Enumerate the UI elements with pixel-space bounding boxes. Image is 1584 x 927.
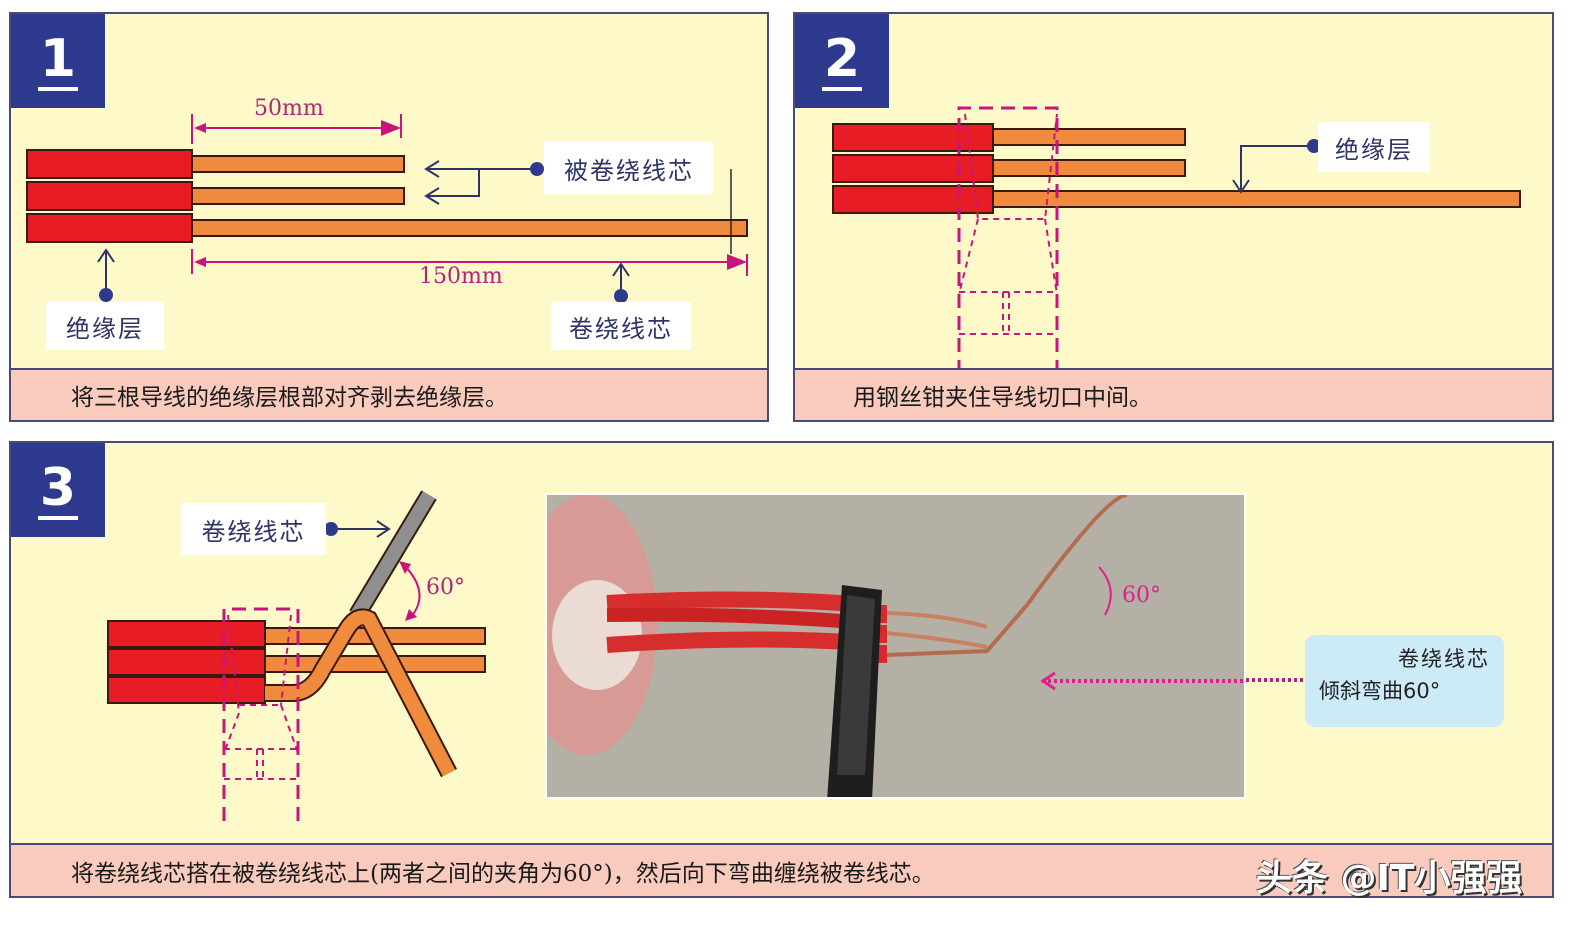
step-1-caption: 将三根导线的绝缘层根部对齐剥去绝缘层。 xyxy=(11,368,767,420)
wire-diagram-2 xyxy=(832,106,1521,374)
step-1-panel: 1 xyxy=(9,12,769,422)
step-number-badge: 3 xyxy=(11,443,105,537)
dimension-50mm: 50mm xyxy=(254,96,324,121)
label-winding-core: 卷绕线芯 xyxy=(181,503,326,555)
copper-cores xyxy=(191,155,748,237)
insulation-sections xyxy=(26,149,193,243)
watermark: 头条 @IT小强强 xyxy=(1256,858,1523,899)
photo-illustration xyxy=(547,495,1244,797)
step-2-caption: 用钢丝钳夹住导线切口中间。 xyxy=(795,368,1552,420)
callout-bubble: 卷绕线芯 倾斜弯曲60° xyxy=(1305,635,1504,727)
wire-twisting-photo: 60° xyxy=(545,493,1246,799)
angle-60-label: 60° xyxy=(426,575,465,600)
wire-diagram-3 xyxy=(107,490,486,828)
photo-angle-60-label: 60° xyxy=(1122,583,1161,608)
step-3-caption: 将卷绕线芯搭在被卷绕线芯上(两者之间的夹角为60°)，然后向下弯曲缠绕被卷线芯。 xyxy=(11,843,1552,896)
wire-diagram-1 xyxy=(26,114,748,303)
label-winding-core: 卷绕线芯 xyxy=(551,302,691,350)
label-wound-core: 被卷绕线芯 xyxy=(544,142,714,194)
step-2-panel: 2 绝缘层 用钢丝钳夹住导线切口中间 xyxy=(793,12,1554,422)
label-insulation: 绝缘层 xyxy=(46,302,164,350)
dimension-150mm: 150mm xyxy=(419,264,503,289)
step-3-panel: 3 xyxy=(9,441,1554,899)
step-number-badge: 2 xyxy=(795,14,889,108)
step-number-badge: 1 xyxy=(11,14,105,108)
label-insulation: 绝缘层 xyxy=(1318,122,1430,172)
